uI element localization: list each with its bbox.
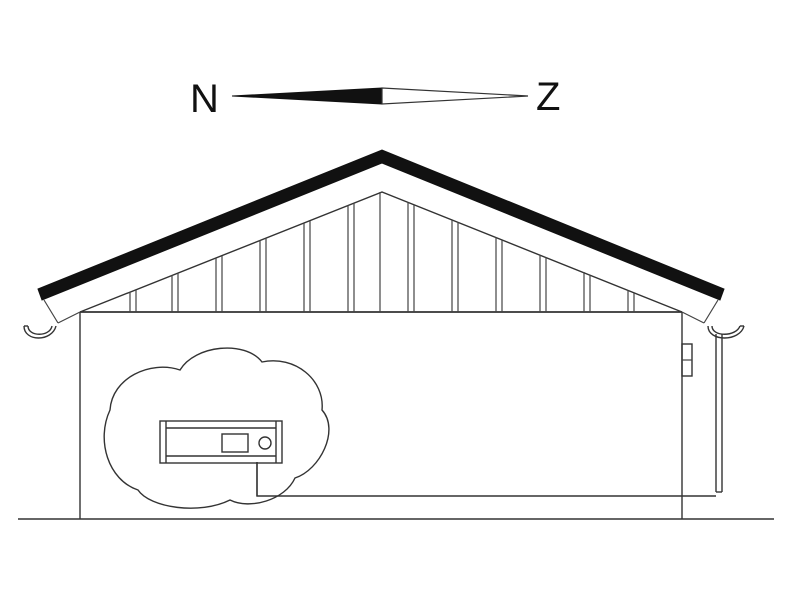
callout-cloud <box>103 347 330 509</box>
compass-label-south: Z <box>536 75 560 119</box>
controller-display <box>221 433 249 453</box>
downpipe <box>715 334 723 493</box>
compass: N Z <box>190 75 560 121</box>
heat-pump-controller-icon <box>159 420 283 464</box>
gable-siding <box>129 192 635 312</box>
house-walls <box>79 311 683 519</box>
gutter-right <box>707 325 745 339</box>
controller-knob <box>258 436 272 450</box>
compass-needle-icon <box>231 87 529 105</box>
control-cable <box>256 462 716 497</box>
gable <box>79 191 683 313</box>
compass-label-north: N <box>190 77 219 121</box>
gutter-left <box>23 325 57 339</box>
roof <box>37 149 725 324</box>
wall-box-icon <box>681 343 693 377</box>
